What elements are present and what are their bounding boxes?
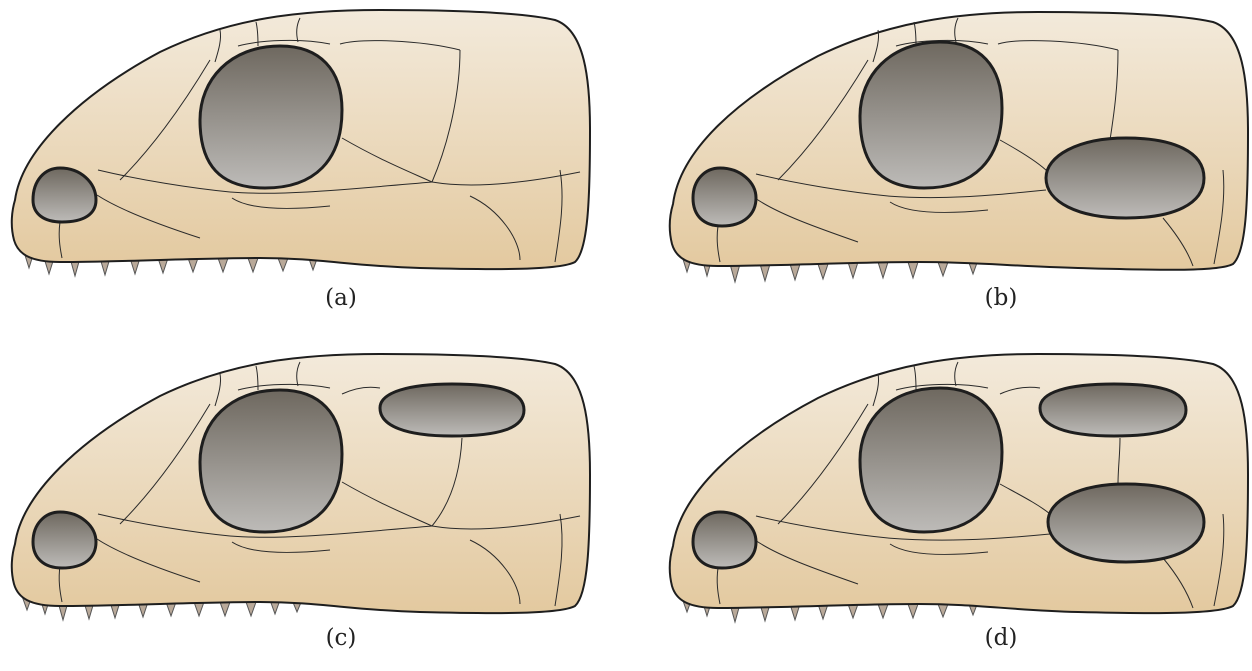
skull-c-drawing bbox=[0, 344, 626, 671]
orbit bbox=[860, 42, 1002, 188]
nostril bbox=[33, 512, 96, 568]
lower-temporal-fenestra bbox=[1046, 138, 1204, 218]
skull-b-drawing bbox=[658, 0, 1252, 327]
skull-a-drawing bbox=[0, 0, 626, 327]
lower-temporal-fenestra bbox=[1048, 484, 1204, 562]
upper-temporal-fenestra bbox=[380, 384, 524, 436]
panel-label: (b) bbox=[688, 285, 1252, 311]
orbit bbox=[200, 46, 342, 188]
panel-label: (a) bbox=[28, 285, 654, 311]
orbit bbox=[200, 390, 342, 532]
panel-d: (d) bbox=[658, 344, 1252, 671]
nostril bbox=[693, 168, 756, 226]
upper-temporal-fenestra bbox=[1040, 384, 1186, 436]
panel-label: (d) bbox=[688, 625, 1252, 651]
panel-b: (b) bbox=[658, 0, 1252, 327]
orbit bbox=[860, 388, 1002, 532]
panel-a: (a) bbox=[0, 0, 626, 327]
nostril bbox=[693, 512, 756, 568]
skull-d-drawing bbox=[658, 344, 1252, 671]
skull-comparison-figure: (a) bbox=[0, 0, 1252, 654]
panel-c: (c) bbox=[0, 344, 626, 671]
panel-label: (c) bbox=[28, 625, 654, 651]
